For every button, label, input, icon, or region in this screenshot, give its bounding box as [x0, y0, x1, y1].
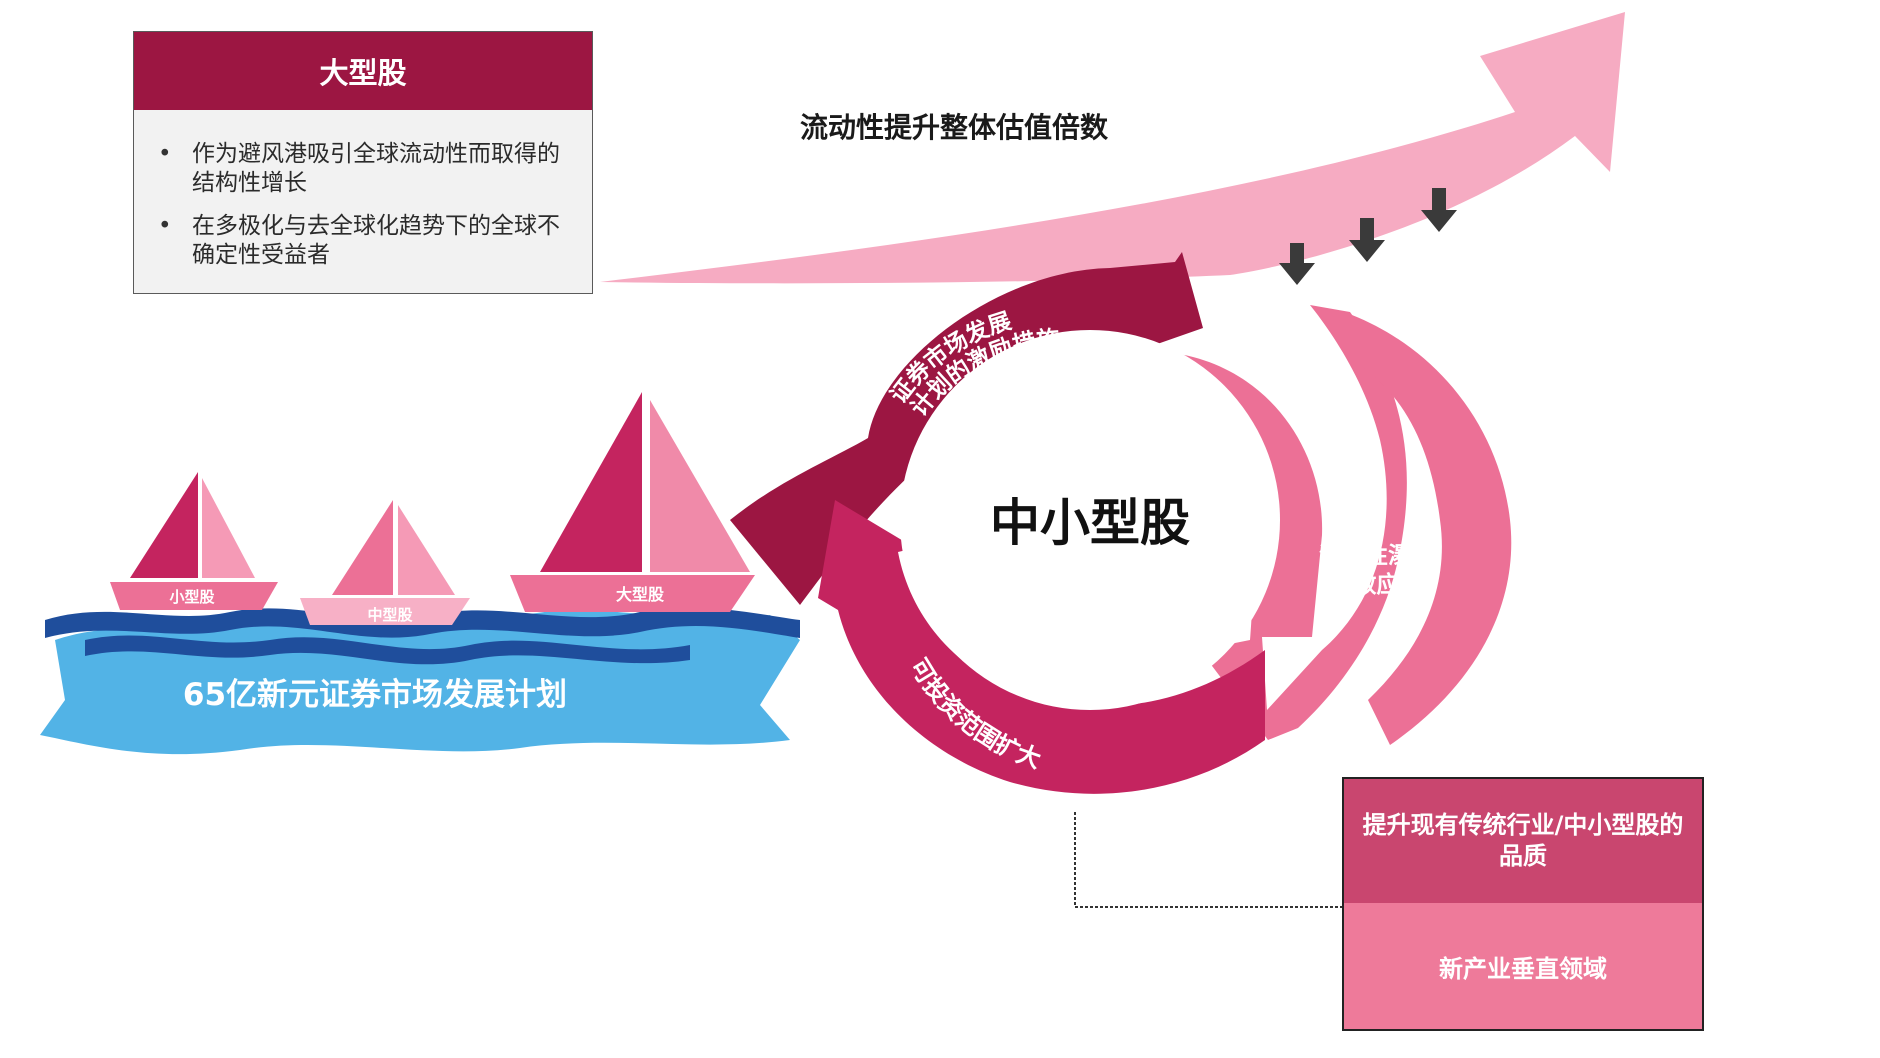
- large-cap-bullet: 作为避风港吸引全球流动性而取得的结构性增长: [158, 140, 574, 198]
- valuation-growth-label: 流动性提升整体估值倍数: [800, 111, 1109, 144]
- valuation-growth-arrow: [600, 12, 1625, 284]
- boat-mid-cap: [300, 500, 470, 625]
- large-cap-card-title: 大型股: [134, 32, 592, 110]
- center-label: 中小型股: [990, 494, 1190, 552]
- large-cap-card: 大型股 作为避风港吸引全球流动性而取得的结构性增长 在多极化与去全球化趋势下的全…: [133, 31, 593, 294]
- water: [40, 607, 800, 755]
- large-cap-bullets: 作为避风港吸引全球流动性而取得的结构性增长 在多极化与去全球化趋势下的全球不确定…: [134, 110, 592, 270]
- quality-card: 提升现有传统行业/中小型股的品质 新产业垂直领域: [1342, 777, 1704, 1031]
- scope-expansion-arrow: [818, 500, 1265, 794]
- spillover-label-line2: 布效应: [1331, 571, 1400, 598]
- spillover-label-line1: 流动性瀑: [1319, 542, 1412, 569]
- quality-card-top: 提升现有传统行业/中小型股的品质: [1344, 779, 1702, 903]
- boat-large-cap: [510, 392, 755, 612]
- spillover-arrow-outer: [1352, 315, 1512, 745]
- water-label: 65亿新元证券市场发展计划: [183, 677, 567, 713]
- quality-card-bottom: 新产业垂直领域: [1344, 903, 1702, 1029]
- boat-small-cap: [110, 472, 278, 610]
- center-circle: [900, 330, 1280, 710]
- large-cap-bullet: 在多极化与去全球化趋势下的全球不确定性受益者: [158, 212, 574, 270]
- boat-small-label: 小型股: [169, 588, 215, 606]
- down-arrow-icon: [1279, 188, 1457, 285]
- boat-mid-label: 中型股: [367, 606, 413, 624]
- connector-line: [1074, 812, 1342, 908]
- boat-large-label: 大型股: [616, 585, 665, 604]
